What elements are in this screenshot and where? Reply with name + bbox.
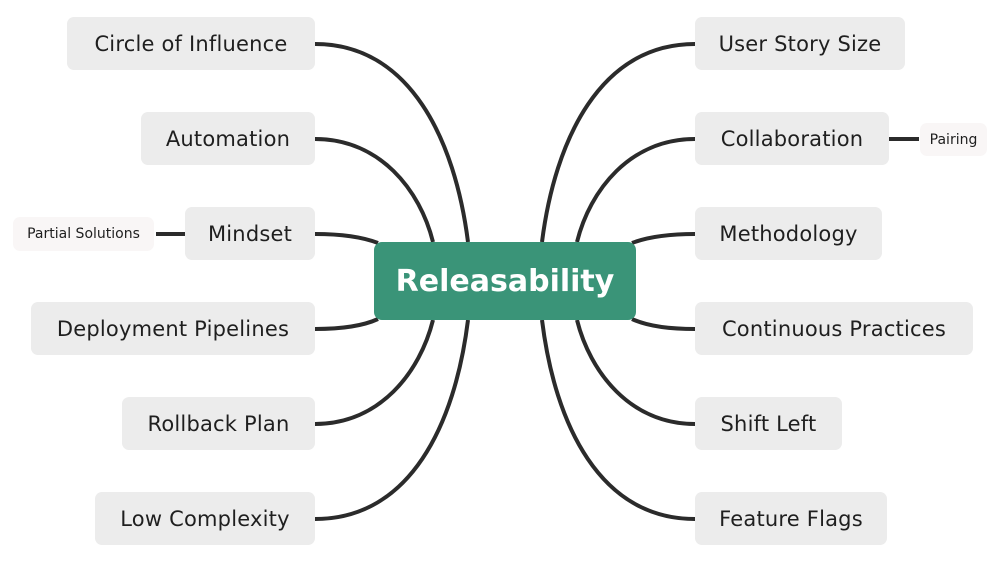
- topic-label: Rollback Plan: [147, 411, 290, 436]
- topic-label: User Story Size: [718, 31, 882, 56]
- central-topic-label: Releasability: [395, 263, 615, 299]
- connector-rollback-plan: [314, 319, 435, 426]
- topic-collaboration[interactable]: Collaboration: [695, 112, 889, 165]
- topic-methodology[interactable]: Methodology: [695, 207, 882, 260]
- central-topic-releasability[interactable]: Releasability: [374, 242, 636, 320]
- topic-feature-flags[interactable]: Feature Flags: [695, 492, 887, 545]
- connector-continuous-practices: [631, 317, 696, 331]
- connector-shift-left: [575, 319, 696, 426]
- topic-shift-left[interactable]: Shift Left: [695, 397, 842, 450]
- topic-label: Collaboration: [720, 126, 864, 151]
- subtopic-pairing[interactable]: Pairing: [920, 123, 987, 156]
- subtopic-label: Pairing: [929, 131, 978, 148]
- topic-continuous-practices[interactable]: Continuous Practices: [695, 302, 973, 355]
- connector-collaboration: [575, 137, 696, 243]
- topic-rollback-plan[interactable]: Rollback Plan: [122, 397, 315, 450]
- connector-deployment-pipelines: [314, 317, 379, 331]
- topic-automation[interactable]: Automation: [141, 112, 315, 165]
- topic-low-complexity[interactable]: Low Complexity: [95, 492, 315, 545]
- topic-label: Circle of Influence: [94, 31, 288, 56]
- connector-low-complexity: [314, 319, 470, 521]
- topic-label: Shift Left: [720, 411, 817, 436]
- connector-automation: [314, 137, 435, 243]
- topic-label: Continuous Practices: [721, 316, 947, 341]
- topic-circle-of-influence[interactable]: Circle of Influence: [67, 17, 315, 70]
- topic-label: Methodology: [719, 221, 858, 246]
- topic-mindset[interactable]: Mindset: [185, 207, 315, 260]
- topic-label: Automation: [165, 126, 291, 151]
- subtopic-label: Partial Solutions: [27, 226, 140, 242]
- topic-label: Low Complexity: [120, 506, 290, 531]
- topic-label: Feature Flags: [719, 506, 863, 531]
- connector-mindset: [314, 232, 379, 245]
- topic-user-story-size[interactable]: User Story Size: [695, 17, 905, 70]
- connector-feature-flags: [540, 319, 696, 521]
- connector-circle-of-influence: [314, 42, 470, 243]
- topic-label: Deployment Pipelines: [56, 316, 290, 341]
- subtopic-partial-solutions[interactable]: Partial Solutions: [13, 217, 154, 251]
- topic-deployment-pipelines[interactable]: Deployment Pipelines: [31, 302, 315, 355]
- connector-user-story-size: [540, 42, 696, 243]
- connector-methodology: [631, 232, 696, 245]
- topic-label: Mindset: [207, 221, 293, 246]
